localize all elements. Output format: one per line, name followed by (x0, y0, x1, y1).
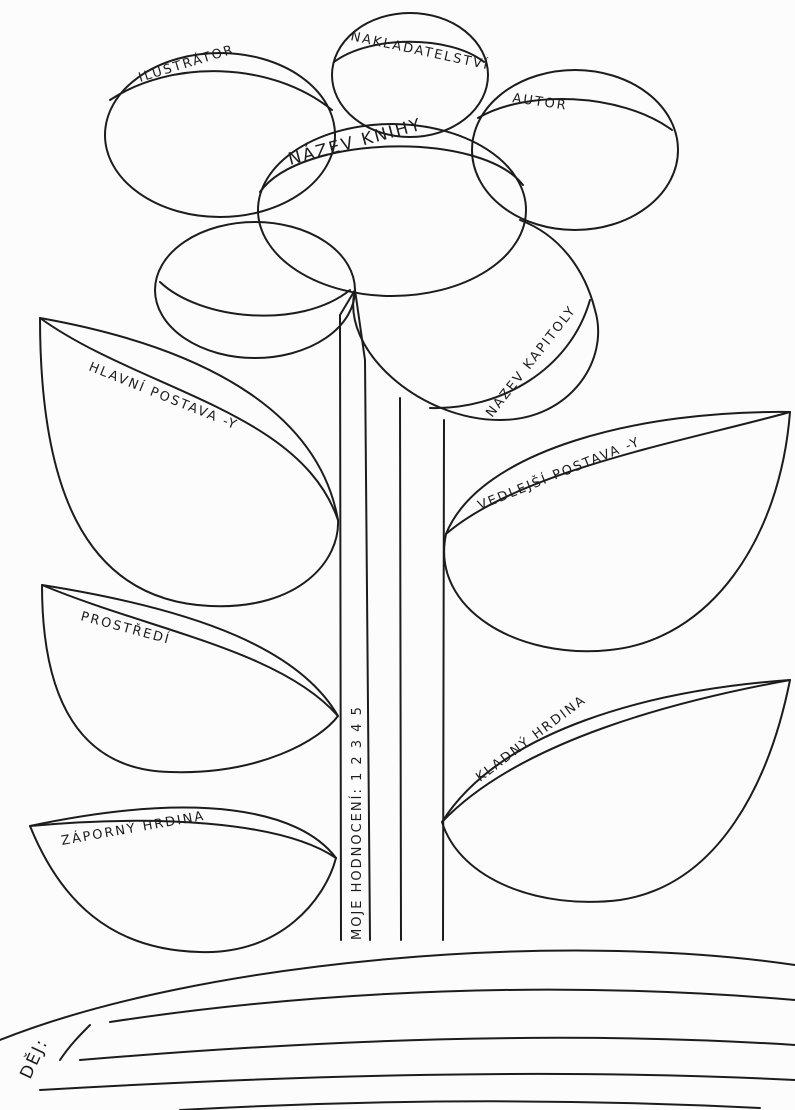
label-rating: MOJE HODNOCENÍ: 1 2 3 4 5 (349, 705, 365, 940)
